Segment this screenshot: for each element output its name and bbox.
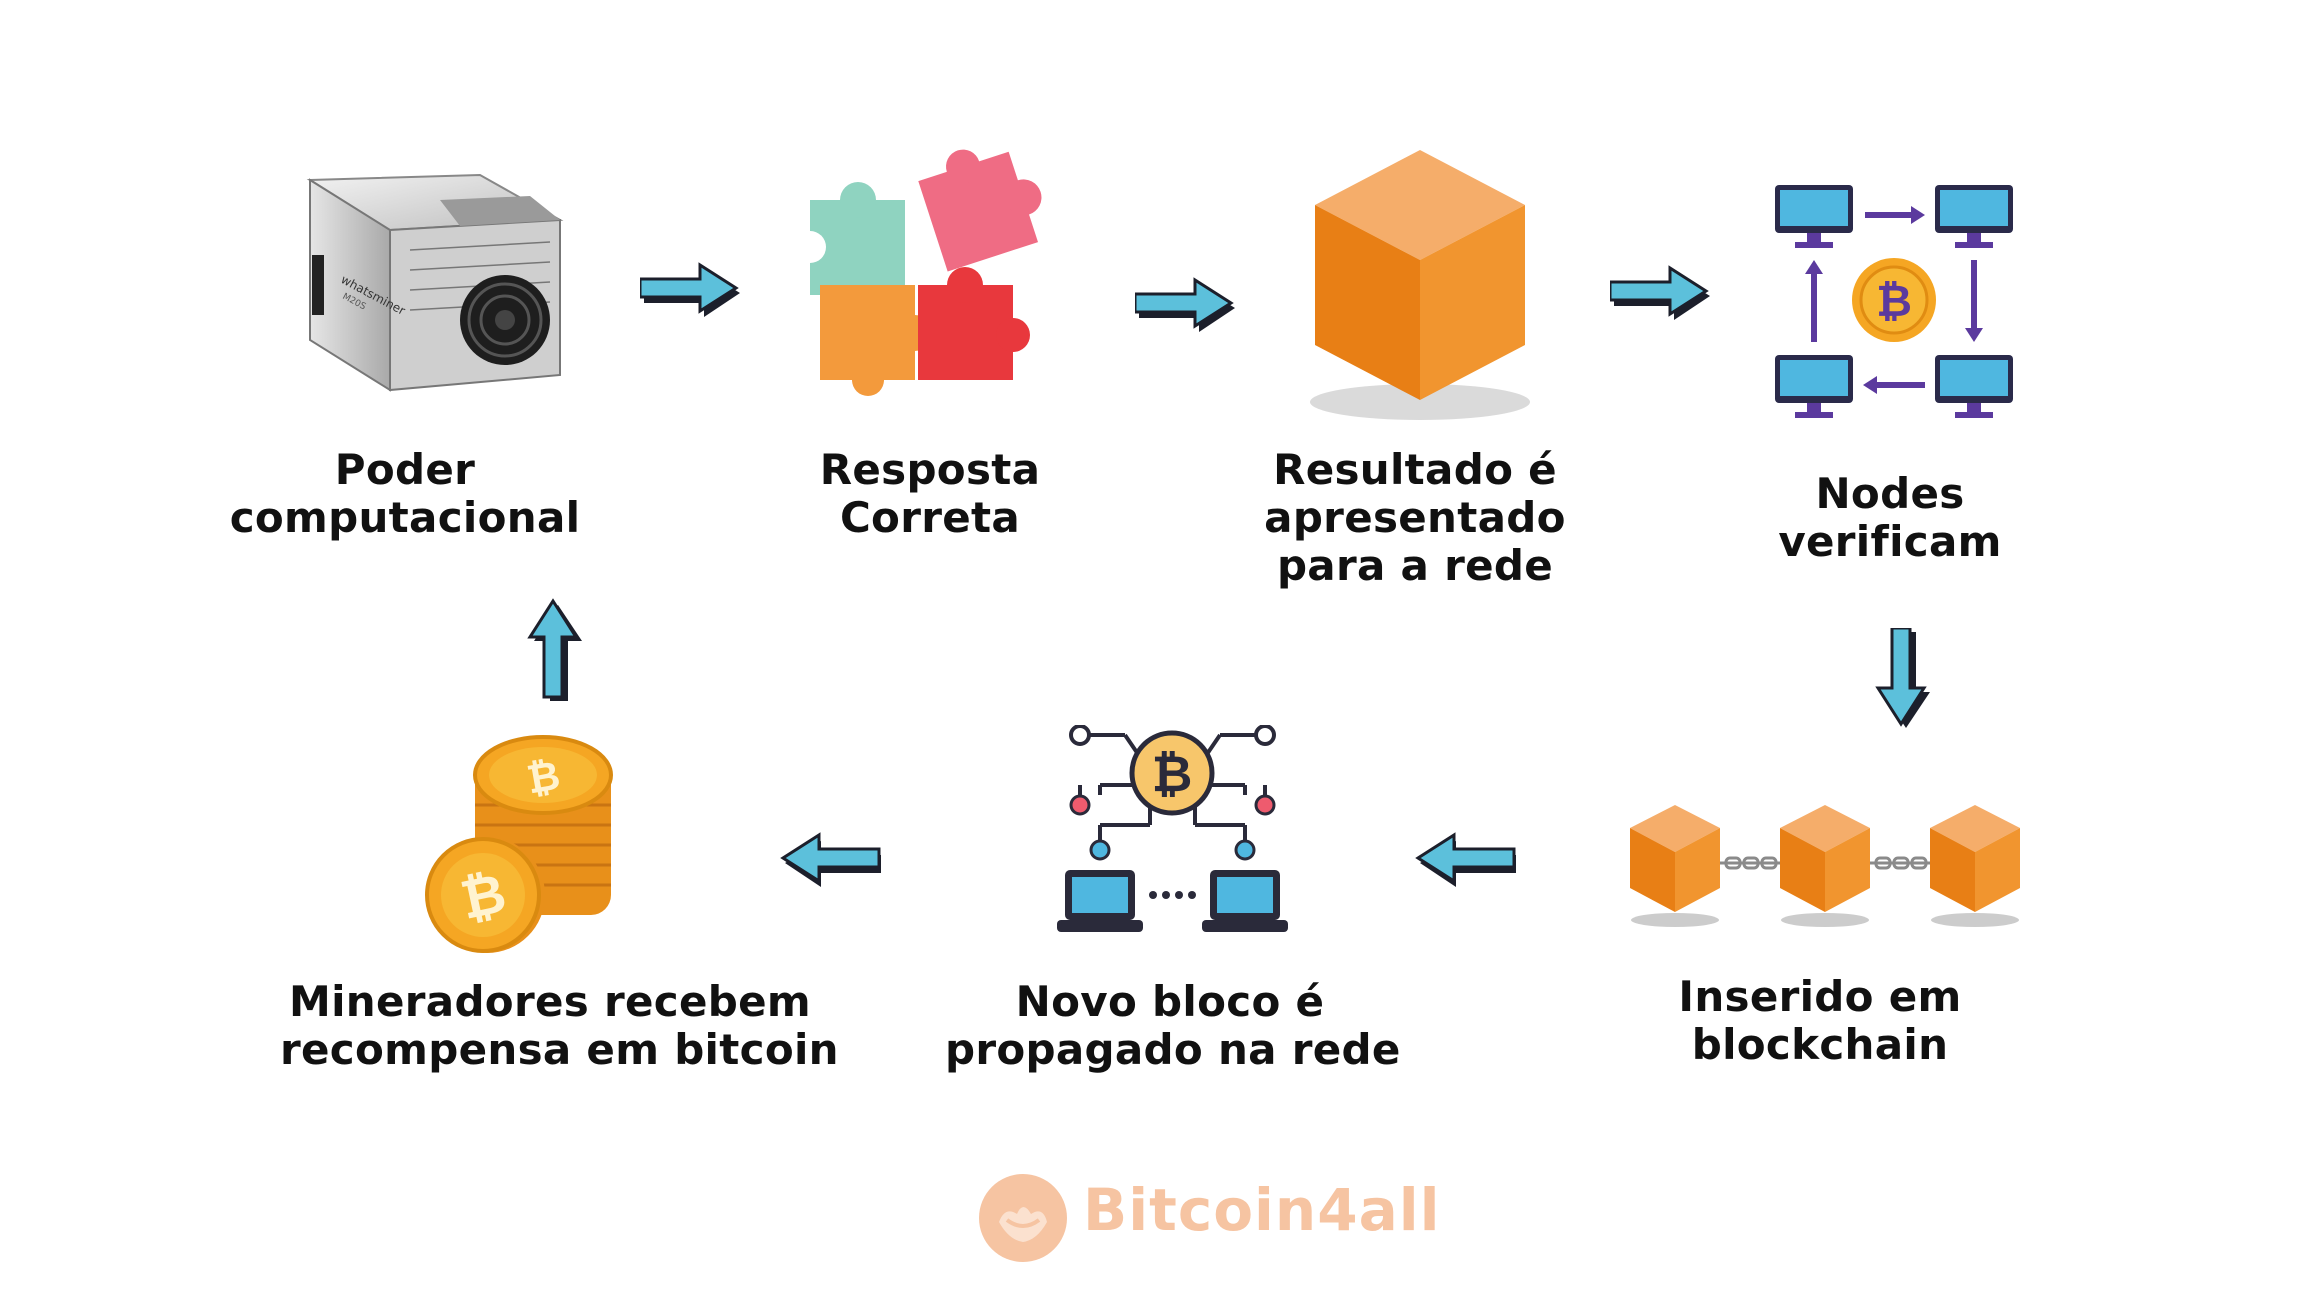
step-label-inserido: Inserido em blockchain <box>1660 973 1980 1069</box>
label-line: propagado na rede <box>945 1025 1401 1074</box>
arrow-right-icon <box>1135 277 1235 332</box>
puzzle-icon <box>800 149 1042 396</box>
watermark-text: Bitcoin4all <box>1083 1176 1441 1244</box>
step-label-poder: Poder computacional <box>210 446 600 542</box>
cube-icon <box>1310 150 1530 420</box>
step-label-resposta: Resposta Correta <box>780 446 1080 542</box>
step-label-novo-bloco: Novo bloco é propagado na rede <box>945 977 1401 1074</box>
watermark: Bitcoin4all <box>975 1168 1439 1268</box>
step-label-resultado: Resultado é apresentado para a rede <box>1245 446 1585 590</box>
label-line: Mineradores recebem <box>289 977 811 1026</box>
step-label-nodes: Nodes verificam <box>1740 470 2040 566</box>
label-line: Novo bloco é <box>1015 977 1325 1026</box>
label-line: apresentado <box>1264 493 1566 542</box>
label-line: Poder <box>334 445 476 494</box>
asic-miner-icon: whatsminer M20S <box>306 173 564 392</box>
arrow-right-icon <box>640 262 740 317</box>
chain-link-icon <box>1720 856 1930 870</box>
bitcoin-coins-icon: ₿ ₿ <box>425 735 613 953</box>
label-line: verificam <box>1778 517 2002 566</box>
blockchain-icon <box>1630 805 2020 927</box>
svg-text:₿: ₿ <box>1876 276 1912 327</box>
arrow-up-icon <box>527 598 582 701</box>
network-nodes-icon: ₿ <box>1775 185 2013 418</box>
step-label-mineradores: Mineradores recebem recompensa em bitcoi… <box>280 977 839 1074</box>
label-line: Resultado é <box>1273 445 1557 494</box>
label-line: Resposta <box>819 445 1041 494</box>
label-line: blockchain <box>1691 1020 1949 1069</box>
label-line: Nodes <box>1815 469 1965 518</box>
svg-text:₿: ₿ <box>1152 745 1193 803</box>
arrow-down-icon <box>1875 628 1930 728</box>
label-line: Correta <box>839 493 1021 542</box>
monitor-icon <box>1775 185 1853 248</box>
bitcoin4all-logo-icon <box>979 1174 1067 1262</box>
arrow-right-icon <box>1610 265 1710 320</box>
label-line: Inserido em <box>1678 972 1962 1021</box>
label-line: computacional <box>229 493 581 542</box>
label-line: recompensa em bitcoin <box>280 1025 839 1074</box>
network-propagation-icon: ₿ <box>1057 725 1288 932</box>
label-line: para a rede <box>1276 541 1554 590</box>
arrow-left-icon <box>1415 832 1516 887</box>
laptop-icon <box>1057 870 1143 932</box>
svg-text:₿: ₿ <box>523 752 563 803</box>
arrow-left-icon <box>780 832 881 887</box>
